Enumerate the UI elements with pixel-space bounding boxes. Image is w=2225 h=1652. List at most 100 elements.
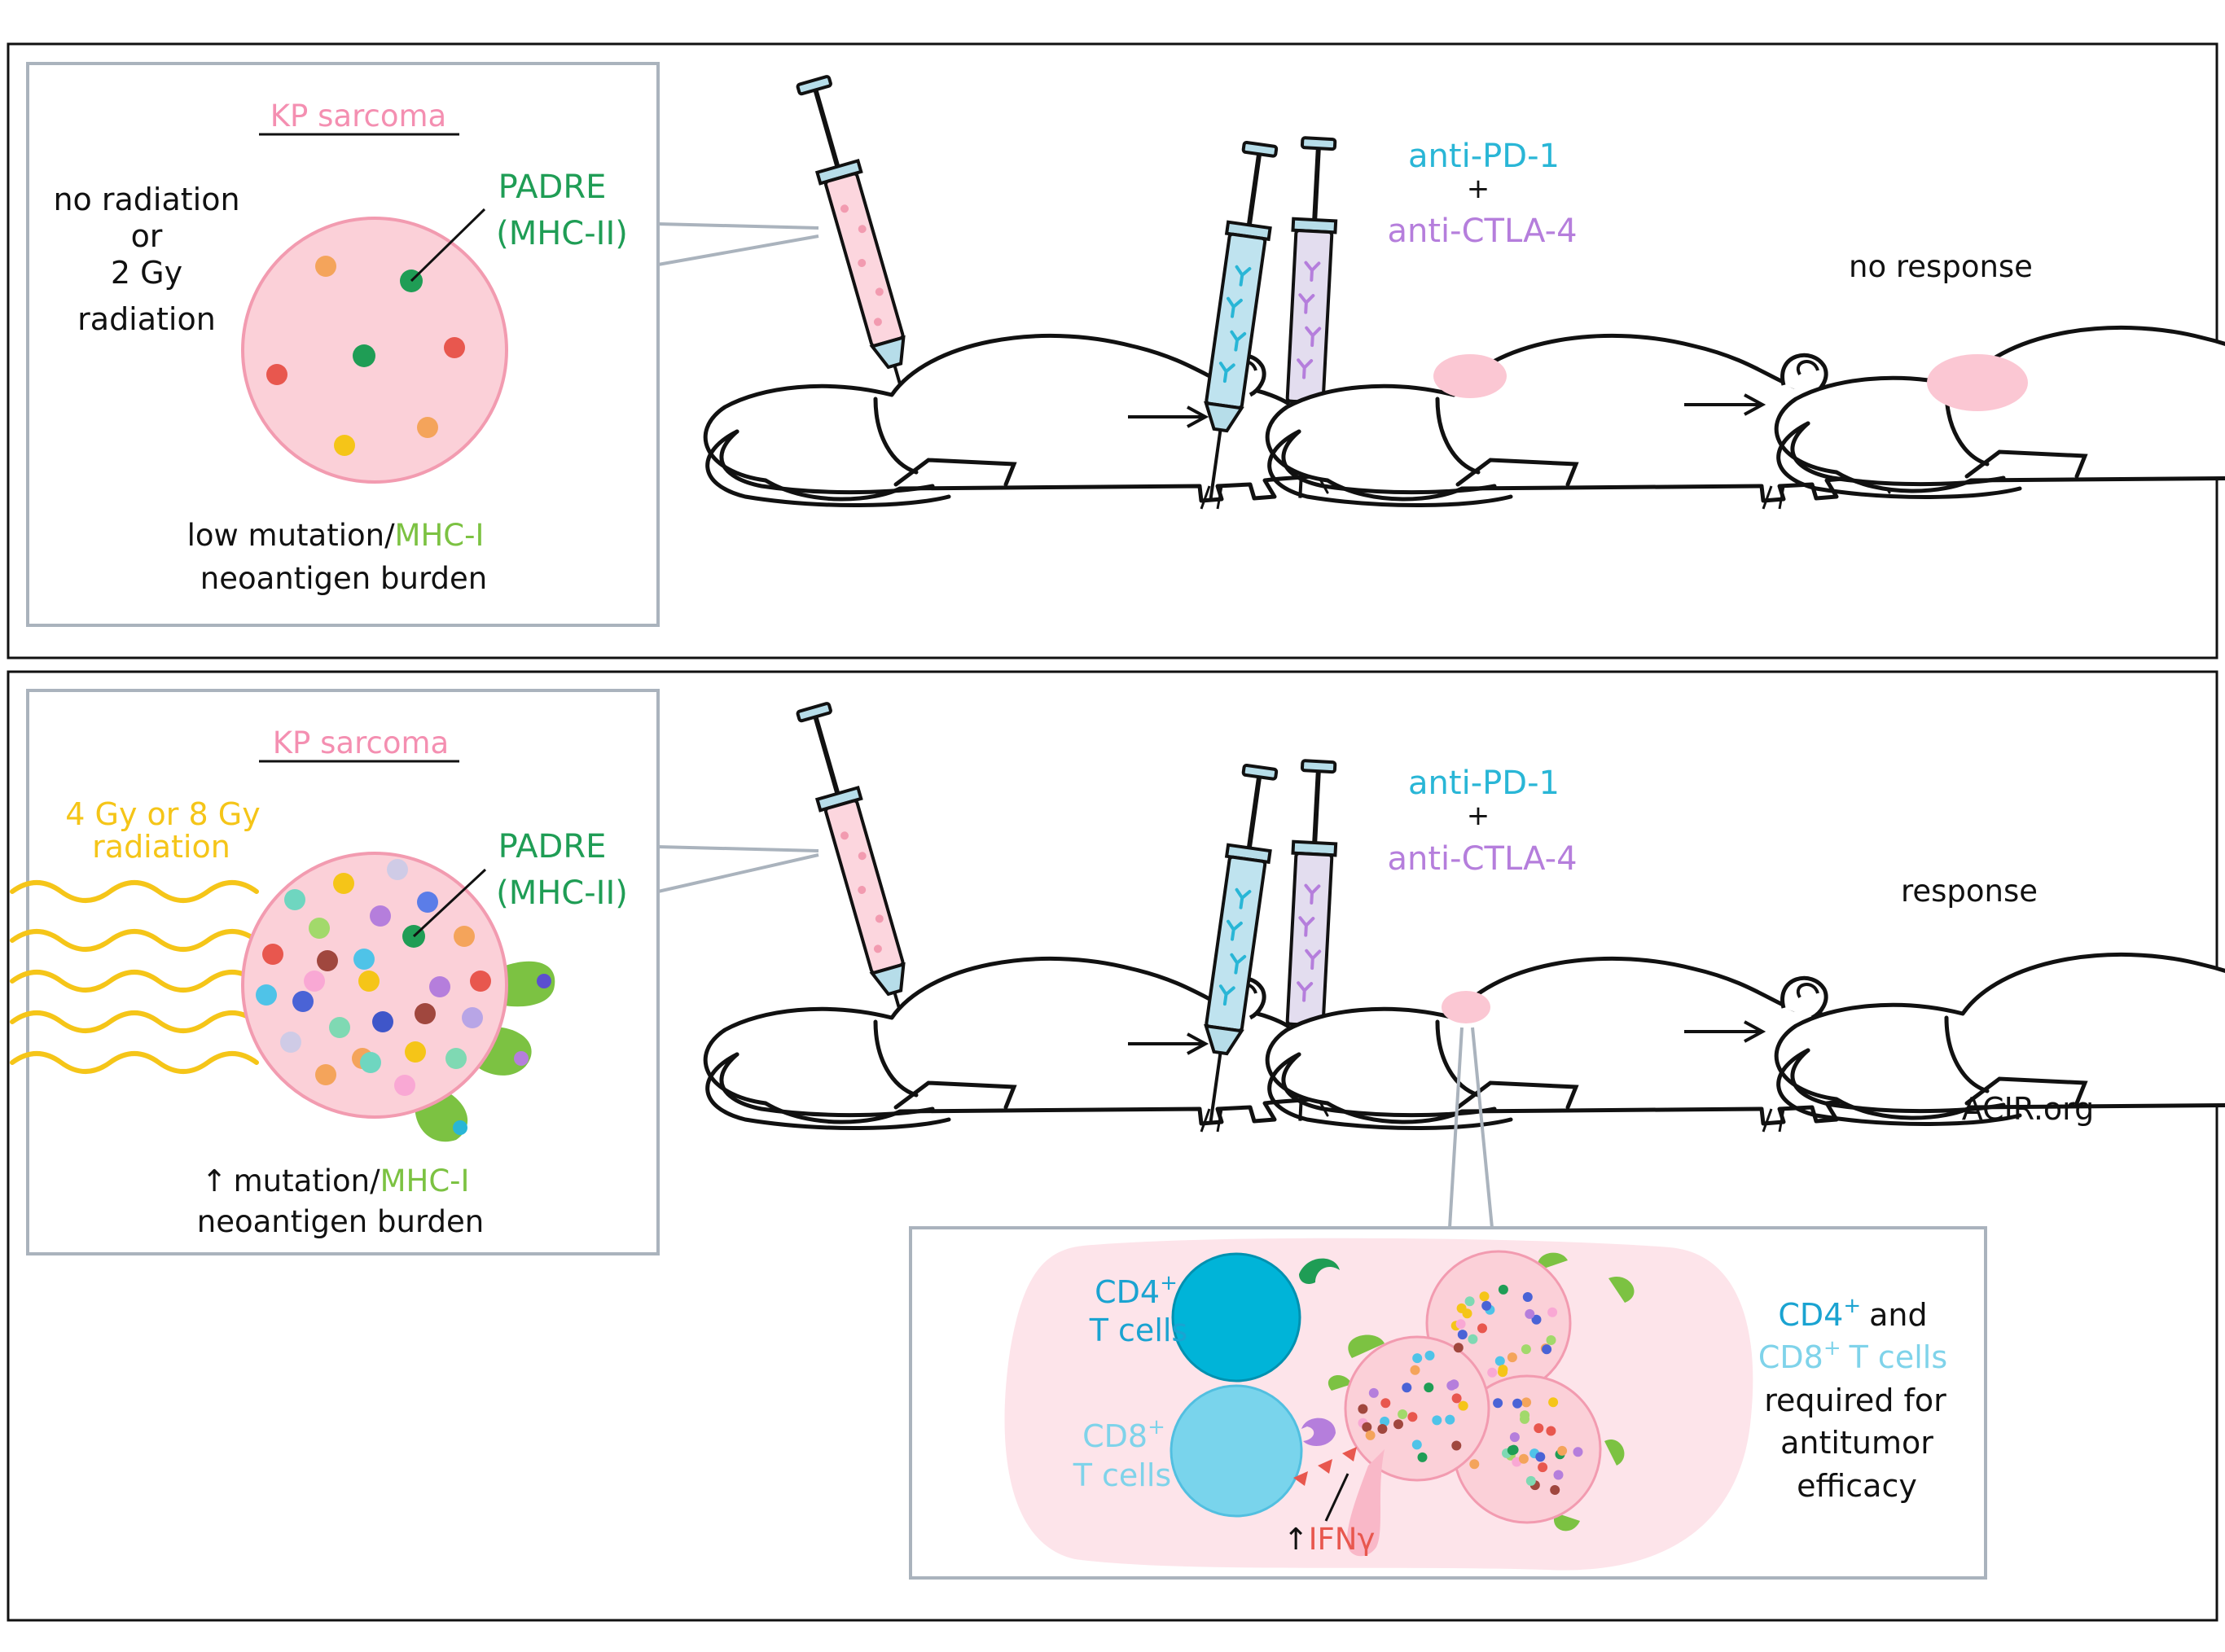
bottom-padre-pointer: [412, 868, 487, 938]
top-burden-part1: low mutation/: [187, 518, 395, 553]
neoantigen-dot: [1380, 1416, 1390, 1426]
top-burden-mhc1: MHC-I: [395, 518, 485, 553]
cd8-label-line2: T cells: [1073, 1457, 1171, 1493]
neoantigen-dot: [1458, 1400, 1468, 1411]
neoantigen-dot: [1445, 1414, 1455, 1425]
top-padre-line1: PADRE: [498, 169, 607, 206]
top-callout-lines: [657, 222, 819, 266]
top-mouse-3: [1776, 327, 2225, 501]
bottom-panel-frame: [7, 670, 2218, 1622]
bottom-padre-line1: PADRE: [498, 828, 607, 865]
top-condition-line2: or: [131, 218, 163, 254]
neoantigen-dot: [1453, 1343, 1464, 1353]
zoom-tumor-neoantigens: [1358, 1284, 1583, 1495]
top-burden-line1: low mutation/MHC-I: [187, 518, 485, 553]
top-tumor-cell: [241, 217, 508, 484]
req-cd8: CD8: [1758, 1339, 1823, 1375]
top-arrow-2: [1684, 393, 1766, 416]
neoantigen-dot: [1525, 1308, 1535, 1319]
req-line4: antitumor: [1780, 1425, 1933, 1461]
neoantigen-dot: [1550, 1485, 1560, 1495]
neoantigen-dot: [1457, 1330, 1468, 1340]
neoantigen-dot: [1358, 1404, 1368, 1414]
bottom-syringe-anti-pd1: [1204, 763, 1279, 1124]
top-syringe-anti-pd1: [1204, 140, 1279, 502]
cd8-label-main: CD8: [1082, 1418, 1148, 1454]
top-outcome: no response: [1849, 249, 2033, 284]
bottom-syringe-padre: [796, 702, 914, 1053]
neoantigen-dot: [1546, 1426, 1556, 1436]
top-condition-line3: 2 Gy: [111, 255, 182, 291]
neoantigen-dot: [1449, 1379, 1459, 1390]
neoantigen-dot: [1535, 1452, 1546, 1462]
neoantigen-dot: [1547, 1307, 1558, 1317]
cd8-label: CD8+: [1082, 1415, 1165, 1454]
neoantigen-dot: [1534, 1423, 1544, 1434]
bottom-burden-mhc1: MHC-I: [380, 1163, 470, 1198]
req-cd4: CD4: [1778, 1297, 1843, 1333]
neoantigen-dot: [1412, 1353, 1423, 1364]
cd8-tcr-receptor: [1301, 1418, 1336, 1446]
top-padre-line2: (MHC-II): [496, 215, 628, 252]
req-line1: CD4+and: [1778, 1294, 1927, 1333]
neoantigen-dot: [1469, 1459, 1480, 1470]
top-inset-title: KP sarcoma: [270, 99, 446, 134]
top-condition-line1: no radiation: [53, 182, 239, 217]
top-condition-line4: radiation: [77, 301, 216, 337]
neoantigen-dot: [1393, 1419, 1403, 1430]
ifn-gamma-arrow: ↑: [1284, 1522, 1309, 1557]
req-line3: required for: [1764, 1383, 1946, 1418]
top-syringe-padre: [796, 75, 914, 426]
neoantigen-dot: [1546, 1335, 1556, 1345]
neoantigen-dot: [1432, 1415, 1442, 1426]
neoantigen-dot: [1553, 1470, 1564, 1480]
cd4-tcr-receptor: [1299, 1258, 1340, 1284]
neoantigen-dot: [1407, 1412, 1418, 1422]
neoantigen-dot: [1507, 1352, 1517, 1363]
neoantigen-dot: [1481, 1300, 1492, 1311]
neoantigen-dot: [1362, 1422, 1372, 1432]
cd4-label-main: CD4: [1095, 1274, 1160, 1310]
neoantigen-dot: [1520, 1410, 1530, 1421]
bottom-burden-part1: mutation/: [234, 1163, 381, 1198]
neoantigen-dot: [1377, 1424, 1388, 1434]
cd4-label: CD4+: [1095, 1271, 1178, 1310]
req-tcells: T cells: [1849, 1339, 1947, 1375]
neoantigen-dot: [1498, 1284, 1508, 1295]
neoantigen-dot: [1410, 1365, 1420, 1375]
neoantigen-dot: [1509, 1432, 1520, 1443]
bottom-burden-arrow: ↑: [202, 1163, 227, 1198]
bottom-callout-lines: [657, 845, 819, 893]
top-tumor-on-mouse-2: [1433, 354, 1507, 398]
bottom-radiation-line2: radiation: [92, 829, 230, 865]
cd4-label-line2: T cells: [1089, 1312, 1187, 1348]
neoantigen-dot: [1365, 1430, 1376, 1440]
neoantigen-dot: [1542, 1344, 1552, 1355]
neoantigen-dot: [1521, 1397, 1532, 1408]
ifn-gamma-text: IFNγ: [1309, 1522, 1376, 1557]
cd4-label-sup: +: [1160, 1271, 1178, 1295]
neoantigen-dot: [1493, 1398, 1503, 1409]
top-drug-line1: anti-PD-1: [1408, 138, 1560, 175]
top-drug-line2: anti-CTLA-4: [1387, 213, 1577, 250]
bottom-drug-plus: +: [1467, 800, 1490, 832]
neoantigen-dot: [1424, 1383, 1434, 1393]
neoantigen-dot: [1487, 1367, 1498, 1378]
ifn-gamma-label: ↑IFNγ: [1284, 1522, 1376, 1557]
neoantigen-dot: [1380, 1398, 1391, 1409]
neoantigen-dot: [1573, 1447, 1583, 1457]
neoantigen-dot: [1455, 1319, 1466, 1330]
neoantigen-dot: [1462, 1308, 1472, 1319]
neoantigen-dot: [1402, 1383, 1412, 1393]
bottom-tumor-neoantigens: [256, 859, 491, 1096]
req-cd8-sup: +: [1823, 1336, 1841, 1361]
neoantigen-dot: [1548, 1397, 1559, 1408]
req-line2: CD8+ T cells: [1758, 1336, 1947, 1375]
neoantigen-dot: [1531, 1314, 1542, 1325]
bottom-radiation-line1: 4 Gy or 8 Gy: [65, 796, 260, 832]
radiation-waves: [10, 880, 259, 1074]
neoantigen-dot: [1451, 1393, 1462, 1404]
neoantigen-dot: [1411, 1439, 1422, 1450]
neoantigen-dot: [1368, 1387, 1379, 1398]
neoantigen-dot: [1525, 1475, 1536, 1486]
